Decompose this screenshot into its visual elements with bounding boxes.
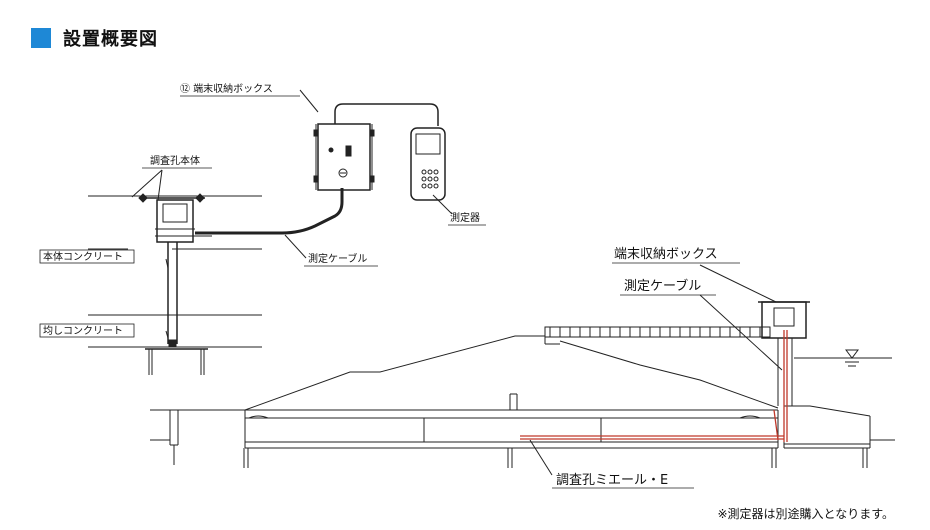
svg-text:調査孔本体: 調査孔本体 <box>150 154 200 167</box>
footnote: ※測定器は別途購入となります。 <box>717 507 895 521</box>
label-measuring-device: 測定器 <box>448 211 486 226</box>
svg-text:端末収納ボックス: 端末収納ボックス <box>614 247 718 262</box>
label-terminal-box-numbered: ⑫ 端末収納ボックス <box>180 82 300 97</box>
label-body-concrete: 本体コンクリート <box>39 249 135 264</box>
svg-text:調査孔ミエール・E: 調査孔ミエール・E <box>556 473 668 488</box>
title-marker <box>31 28 51 48</box>
label-survey-hole-body: 調査孔本体 <box>142 154 212 169</box>
svg-text:測定器: 測定器 <box>450 211 480 224</box>
cross-section <box>150 264 895 476</box>
label-leveling-concrete: 均しコンクリート <box>39 323 135 338</box>
label-survey-hole-product: 調査孔ミエール・E <box>552 473 694 489</box>
label-measuring-cable: 測定ケーブル <box>620 278 716 296</box>
terminal-box-detail <box>299 89 453 215</box>
svg-text:⑫ 端末収納ボックス: ⑫ 端末収納ボックス <box>180 82 273 95</box>
label-terminal-box: 端末収納ボックス <box>612 247 740 264</box>
svg-text:本体コンクリート: 本体コンクリート <box>43 250 123 263</box>
label-measuring-cable-small: 測定ケーブル <box>304 252 378 267</box>
cable-route <box>520 330 788 442</box>
svg-text:均しコンクリート: 均しコンクリート <box>43 325 123 337</box>
left-detail <box>88 169 344 375</box>
page-title: 設置概要図 <box>63 29 158 50</box>
title-block: 設置概要図 <box>31 25 158 51</box>
svg-text:測定ケーブル: 測定ケーブル <box>308 252 367 265</box>
svg-text:測定ケーブル: 測定ケーブル <box>624 278 701 294</box>
